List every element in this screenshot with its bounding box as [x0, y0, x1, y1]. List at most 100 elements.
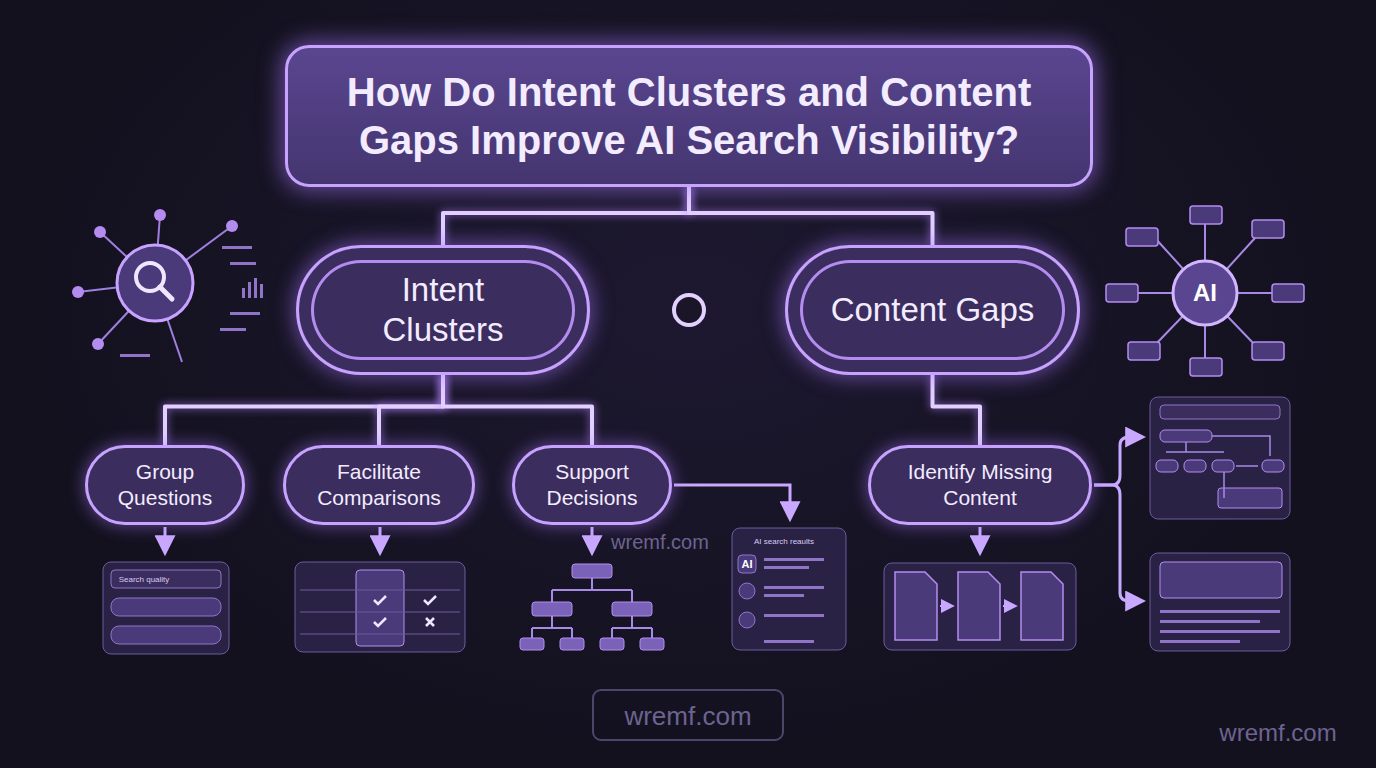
document-icon [1021, 572, 1063, 640]
hub-card [1126, 228, 1158, 246]
text-line [1160, 610, 1280, 613]
leader-arrow [379, 527, 382, 552]
ai-hub-circle [1173, 261, 1237, 325]
flow-box [1218, 488, 1282, 508]
magnifier-disc [117, 245, 193, 321]
hub-card [1190, 358, 1222, 376]
text-line [764, 614, 824, 617]
bar [242, 288, 245, 298]
text-line [764, 566, 809, 569]
table-rule [300, 612, 460, 613]
documents-panel [884, 563, 1076, 650]
leader-arrow [591, 527, 594, 552]
leader-arrow [674, 485, 790, 518]
document-icon [958, 572, 1000, 640]
tree-box [560, 638, 584, 650]
connector-line [165, 375, 443, 445]
leader-arrow [1094, 437, 1142, 485]
network-dot [154, 209, 166, 221]
leader-arrow [1003, 605, 1015, 607]
text-line [1160, 620, 1260, 623]
page-block [1160, 562, 1282, 598]
network-dot [226, 220, 238, 232]
tree-lines [532, 578, 652, 638]
tree-box [600, 638, 624, 650]
text-line [220, 328, 246, 331]
cross-mark [426, 618, 434, 626]
highlight-column [356, 570, 404, 646]
search-bar [111, 570, 221, 588]
connector-line [443, 187, 689, 245]
tree-box [612, 602, 652, 616]
network-dot [72, 286, 84, 298]
tree-box [520, 638, 544, 650]
result-row [111, 626, 221, 644]
search-bar [1160, 405, 1280, 419]
leader-arrow [979, 527, 982, 552]
connector-line [443, 375, 592, 445]
title-box: How Do Intent Clusters and Content Gaps … [285, 45, 1093, 187]
hub-label: AI [1193, 279, 1217, 307]
process-pill: Support Decisions [512, 445, 672, 525]
tree-box [572, 564, 612, 578]
tree-box [532, 602, 572, 616]
flow-box [1212, 460, 1234, 472]
result-icon [739, 583, 755, 599]
cluster-pill: Content Gaps [785, 245, 1080, 375]
hub-card [1272, 284, 1304, 302]
text-line [764, 594, 804, 597]
check-mark [424, 596, 436, 604]
node-text: Facilitate Comparisons [300, 459, 458, 511]
text-line [1160, 640, 1240, 643]
flow-lines [1166, 436, 1270, 498]
flow-panel [1150, 397, 1290, 519]
table-rule [300, 634, 460, 635]
bar [260, 284, 263, 298]
text-line [222, 246, 252, 249]
hub-card [1190, 206, 1222, 224]
network-dot [92, 338, 104, 350]
panel-heading: AI search reaults [754, 537, 814, 546]
tree-box [640, 638, 664, 650]
hub-card [1128, 342, 1160, 360]
leader-arrow [1094, 485, 1142, 601]
node-text: Content Gaps [831, 290, 1035, 330]
watermark: wremf.com [1219, 719, 1336, 747]
leader-arrow [940, 605, 952, 607]
check-mark [374, 596, 386, 604]
text-line [764, 640, 814, 643]
leader-arrow [164, 527, 167, 552]
process-pill: Facilitate Comparisons [283, 445, 475, 525]
text-line [230, 262, 256, 265]
junction-circle [674, 295, 704, 325]
hub-card [1106, 284, 1138, 302]
process-pill: Identify Missing Content [868, 445, 1092, 525]
watermark: wremf.com [624, 701, 751, 732]
document-icon [895, 572, 937, 640]
flow-box [1184, 460, 1206, 472]
connector-line [933, 375, 981, 445]
node-text: Group Questions [102, 459, 228, 511]
magnifier-handle [160, 287, 172, 299]
cluster-pill: Intent Clusters [296, 245, 590, 375]
text-line [1160, 630, 1280, 633]
node-text: How Do Intent Clusters and Content Gaps … [318, 68, 1060, 164]
node-text: Support Decisions [529, 459, 655, 511]
node-text: Intent Clusters [339, 270, 547, 350]
process-pill: Group Questions [85, 445, 245, 525]
search-text: Search quality [119, 575, 170, 584]
results-panel [732, 528, 846, 650]
bar [254, 278, 257, 298]
check-mark [374, 618, 386, 626]
hub-card [1252, 342, 1284, 360]
text-line [230, 312, 260, 315]
node-text: Identify Missing Content [885, 459, 1075, 511]
network-dot [94, 226, 106, 238]
flow-box [1160, 430, 1212, 442]
text-line [764, 558, 824, 561]
ai-icon [738, 555, 756, 573]
connector-line [379, 375, 443, 445]
icon-label: AI [742, 558, 753, 570]
page-panel [1150, 553, 1290, 651]
